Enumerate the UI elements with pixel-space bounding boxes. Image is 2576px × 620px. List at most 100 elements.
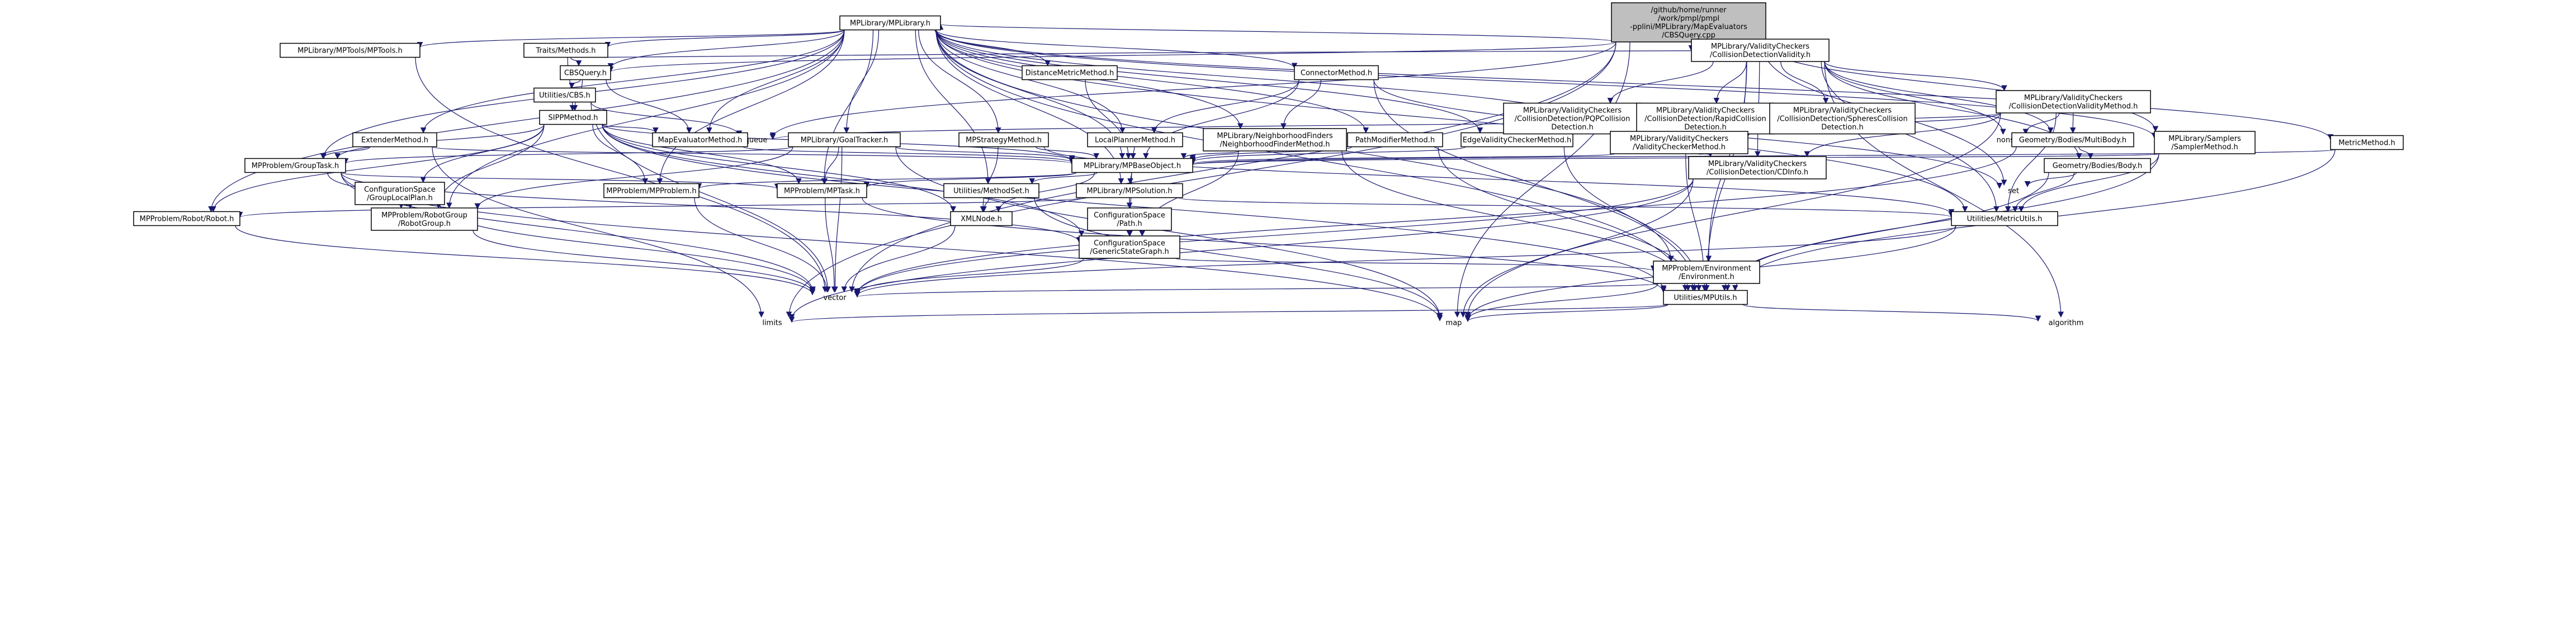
edge-mpl-library-to-robotgroup bbox=[446, 30, 845, 209]
node-mputils[interactable]: Utilities/MPUtils.h bbox=[1663, 290, 1748, 305]
node-label: -pplini/MPLibrary/MapEvaluators bbox=[1630, 23, 1747, 31]
node-label: /CollisionDetection/PQPCollision bbox=[1515, 115, 1630, 124]
node-connector[interactable]: ConnectorMethod.h bbox=[1294, 65, 1379, 81]
node-label: Geometry/Bodies/MultiBody.h bbox=[2019, 136, 2126, 145]
edge-mpl-library-to-sampler bbox=[935, 30, 2158, 139]
node-mpsolution[interactable]: MPLibrary/MPSolution.h bbox=[1076, 183, 1183, 198]
node-box bbox=[603, 183, 699, 198]
node-localplanner[interactable]: LocalPlannerMethod.h bbox=[1087, 132, 1183, 148]
edge-connector-to-nf bbox=[1280, 79, 1322, 130]
node-mptools[interactable]: MPLibrary/MPTools/MPTools.h bbox=[280, 42, 420, 58]
node-environment[interactable]: MPProblem/Environment/Environment.h bbox=[1653, 261, 1760, 284]
node-mpbase[interactable]: MPLibrary/MPBaseObject.h bbox=[1071, 158, 1193, 173]
node-box bbox=[371, 207, 478, 231]
node-path[interactable]: ConfigurationSpace/Path.h bbox=[1087, 207, 1172, 231]
node-grouptask[interactable]: MPProblem/GroupTask.h bbox=[244, 158, 346, 173]
node-limits: limits bbox=[762, 319, 782, 328]
node-sampler[interactable]: MPLibrary/Samplers/SamplerMethod.h bbox=[2154, 131, 2256, 154]
node-robotgroup[interactable]: MPProblem/RobotGroup/RobotGroup.h bbox=[371, 207, 478, 231]
node-goaltracker[interactable]: MPLibrary/GoalTracker.h bbox=[788, 132, 901, 148]
node-pqp[interactable]: MPLibrary/ValidityCheckers/CollisionDete… bbox=[1503, 102, 1642, 135]
edge-mpl-library-to-connector bbox=[935, 30, 1298, 69]
node-label: /GroupLocalPlan.h bbox=[367, 194, 433, 202]
node-box bbox=[352, 132, 437, 148]
node-label: MPLibrary/MPTools/MPTools.h bbox=[297, 47, 403, 55]
node-extender[interactable]: ExtenderMethod.h bbox=[352, 132, 437, 148]
edge-sipp-to-mputils bbox=[602, 124, 1667, 292]
edge-mapevaluator-to-mpbase bbox=[743, 146, 1075, 163]
node-mpl-library[interactable]: MPLibrary/MPLibrary.h bbox=[839, 15, 941, 31]
node-label: /NeighborhoodFinderMethod.h bbox=[1220, 140, 1330, 149]
node-label: MPLibrary/MPLibrary.h bbox=[850, 20, 930, 28]
node-box bbox=[1610, 131, 1748, 154]
node-body[interactable]: Geometry/Bodies/Body.h bbox=[2044, 158, 2151, 173]
edge-mpl-library-to-metric bbox=[935, 30, 2334, 140]
node-edgevalidity[interactable]: EdgeValidityCheckerMethod.h bbox=[1460, 132, 1573, 148]
node-box bbox=[244, 158, 346, 173]
node-mptask[interactable]: MPProblem/MPTask.h bbox=[777, 183, 867, 198]
edge-extender-to-mpbase bbox=[432, 146, 1075, 165]
edge-mpsolution-to-robot bbox=[237, 197, 1081, 218]
node-mapevaluator[interactable]: MapEvaluatorMethod.h bbox=[652, 132, 748, 148]
node-cdinfo[interactable]: MPLibrary/ValidityCheckers/CollisionDete… bbox=[1688, 156, 1827, 179]
edge-sipp-to-mpproblem bbox=[592, 124, 649, 184]
edge-mpproblem-to-vector bbox=[694, 197, 830, 293]
node-cbsquery[interactable]: CBSQuery.h bbox=[560, 65, 611, 81]
node-label: MPLibrary/ValidityCheckers bbox=[2024, 94, 2123, 102]
edge-extender-to-grouptask bbox=[320, 146, 371, 159]
node-utilities-cbs[interactable]: Utilities/CBS.h bbox=[533, 87, 596, 103]
node-box bbox=[1203, 128, 1347, 152]
node-rapid[interactable]: MPLibrary/ValidityCheckers/CollisionDete… bbox=[1636, 102, 1775, 135]
node-spheres[interactable]: MPLibrary/ValidityCheckers/CollisionDete… bbox=[1769, 102, 1916, 135]
node-metricutils[interactable]: Utilities/MetricUtils.h bbox=[1951, 211, 2058, 226]
edge-grouptask-to-mptask bbox=[341, 172, 781, 190]
node-grouplocalplan[interactable]: ConfigurationSpace/GroupLocalPlan.h bbox=[355, 182, 445, 205]
node-mpstrategy[interactable]: MPStrategyMethod.h bbox=[958, 132, 1049, 148]
edge-mputils-to-algorithm bbox=[1742, 304, 2041, 322]
node-traits[interactable]: Traits/Methods.h bbox=[523, 42, 608, 58]
node-label: /CollisionDetectionValidity.h bbox=[1710, 51, 1811, 59]
node-box bbox=[1076, 183, 1183, 198]
edge-environment-to-vector bbox=[854, 283, 1658, 298]
node-sipp[interactable]: SIPPMethod.h bbox=[539, 110, 607, 125]
node-label: MetricMethod.h bbox=[2338, 139, 2395, 148]
edge-cdinfo-to-map bbox=[1460, 178, 1694, 318]
edge-cdinfo-to-limits bbox=[788, 178, 1694, 320]
node-label: Detection.h bbox=[1821, 124, 1864, 132]
edge-body-to-set bbox=[2024, 172, 2077, 187]
node-metric[interactable]: MetricMethod.h bbox=[2330, 135, 2404, 150]
edge-mpl-library-to-edgevalidity bbox=[935, 30, 1483, 134]
node-xmlnode[interactable]: XMLNode.h bbox=[950, 211, 1013, 226]
edge-root-to-map bbox=[1454, 41, 1630, 318]
edge-xmlnode-to-vector bbox=[841, 225, 956, 293]
node-vcm[interactable]: MPLibrary/ValidityCheckers/ValidityCheck… bbox=[1610, 131, 1748, 154]
edge-sipp-to-mapevaluator bbox=[602, 124, 659, 134]
node-nf[interactable]: MPLibrary/NeighborhoodFinders/Neighborho… bbox=[1203, 128, 1347, 152]
edge-sipp-to-robot bbox=[210, 124, 545, 212]
edge-mpl-library-to-metricutils bbox=[935, 30, 1968, 212]
node-label: map bbox=[1446, 319, 1462, 328]
node-distance-method[interactable]: DistanceMetricMethod.h bbox=[1022, 65, 1118, 81]
node-mpproblem[interactable]: MPProblem/MPProblem.h bbox=[603, 183, 699, 198]
edge-goaltracker-to-grouptask bbox=[342, 146, 793, 164]
edge-mpl-library-to-traits bbox=[604, 29, 845, 48]
node-box bbox=[950, 211, 1013, 226]
edge-goaltracker-to-mpbase bbox=[895, 146, 1075, 162]
edge-mpl-library-to-localplanner bbox=[935, 30, 1126, 134]
node-methodset[interactable]: Utilities/MethodSet.h bbox=[943, 183, 1039, 198]
node-box bbox=[1347, 132, 1443, 148]
node-box bbox=[560, 65, 611, 81]
node-label: MPLibrary/NeighborhoodFinders bbox=[1217, 132, 1332, 140]
edge-metricutils-to-vector bbox=[854, 225, 1956, 297]
node-cdvm[interactable]: MPLibrary/ValidityCheckers/CollisionDete… bbox=[1996, 90, 2151, 113]
node-vector: vector bbox=[823, 294, 847, 302]
node-pathmodifier[interactable]: PathModifierMethod.h bbox=[1347, 132, 1443, 148]
node-validity-collision[interactable]: MPLibrary/ValidityCheckers/CollisionDete… bbox=[1691, 39, 1830, 62]
edge-mpbase-to-methodset bbox=[1029, 172, 1098, 184]
node-label: MPLibrary/ValidityCheckers bbox=[1711, 42, 1809, 51]
node-multibody[interactable]: Geometry/Bodies/MultiBody.h bbox=[2011, 132, 2134, 148]
node-robot[interactable]: MPProblem/Robot/Robot.h bbox=[133, 211, 240, 226]
node-gsg[interactable]: ConfigurationSpace/GenericStateGraph.h bbox=[1079, 235, 1180, 259]
node-root[interactable]: /github/home/runner/work/pmpl/pmpl-pplin… bbox=[1611, 2, 1766, 42]
